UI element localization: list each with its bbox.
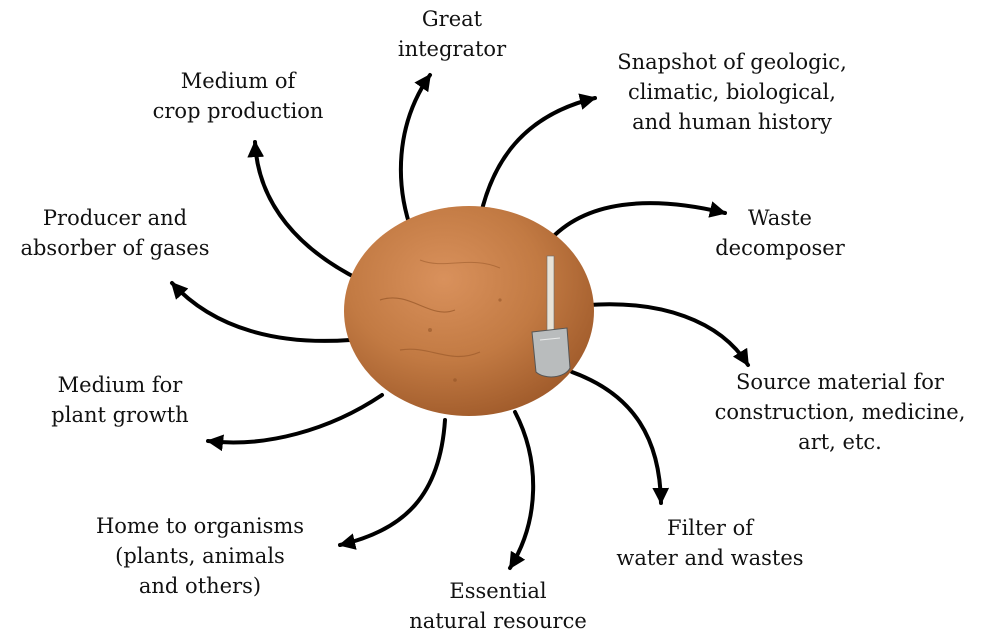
label-organisms: Home to organisms (plants, animals and o…	[80, 511, 320, 601]
label-gases: Producer and absorber of gases	[2, 203, 228, 263]
label-waste-decomposer: Waste decomposer	[695, 203, 865, 263]
label-snapshot: Snapshot of geologic, climatic, biologic…	[582, 47, 882, 137]
arrow-organisms	[340, 420, 445, 545]
label-source-material: Source material for construction, medici…	[695, 367, 985, 457]
label-plant-growth: Medium for plant growth	[30, 370, 210, 430]
arrow-great-integrator	[401, 75, 430, 232]
arrow-natural-resource	[510, 412, 533, 568]
label-filter: Filter of water and wastes	[598, 513, 822, 573]
label-crop-production: Medium of crop production	[128, 66, 348, 126]
label-great-integrator: Great integrator	[372, 4, 532, 64]
soil-ball-icon	[344, 206, 594, 416]
arrow-filter	[572, 372, 661, 503]
arrow-source-material	[588, 304, 748, 365]
arrow-crop-production	[255, 142, 360, 280]
arrow-gases	[172, 283, 350, 341]
arrow-plant-growth	[208, 395, 382, 442]
label-natural-resource: Essential natural resource	[390, 576, 606, 636]
